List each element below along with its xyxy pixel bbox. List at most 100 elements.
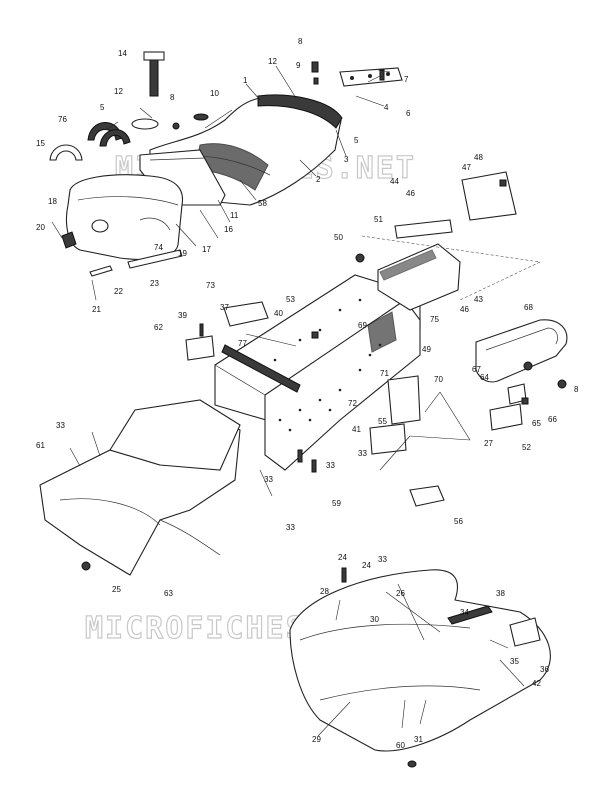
callout-2: 2 bbox=[316, 175, 321, 184]
callout-25: 25 bbox=[112, 585, 121, 594]
callout-50: 50 bbox=[334, 233, 343, 242]
callout-33e: 33 bbox=[358, 449, 367, 458]
fuel-gauge-sender bbox=[131, 51, 165, 130]
callout-40: 40 bbox=[274, 309, 283, 318]
callout-74: 74 bbox=[154, 243, 163, 252]
callout-3: 3 bbox=[344, 155, 349, 164]
callout-23: 23 bbox=[150, 279, 159, 288]
callout-16: 16 bbox=[224, 225, 233, 234]
callout-11: 11 bbox=[230, 211, 239, 220]
fuel-fitting bbox=[61, 231, 77, 249]
callout-51: 51 bbox=[374, 215, 383, 224]
callout-44: 44 bbox=[390, 177, 399, 186]
callout-62: 62 bbox=[154, 323, 163, 332]
callout-33a: 33 bbox=[56, 421, 65, 430]
callout-24a: 24 bbox=[338, 553, 347, 562]
callout-28: 28 bbox=[320, 587, 329, 596]
callout-49: 49 bbox=[422, 345, 431, 354]
callout-21: 21 bbox=[92, 305, 101, 314]
callout-38: 38 bbox=[496, 589, 505, 598]
callout-61: 61 bbox=[36, 441, 45, 450]
flap-plate bbox=[461, 171, 517, 221]
callout-7: 7 bbox=[404, 75, 409, 84]
callout-77: 77 bbox=[238, 339, 247, 348]
callout-59: 59 bbox=[332, 499, 341, 508]
heat-exchanger-bracket bbox=[387, 375, 421, 425]
callout-71: 71 bbox=[380, 369, 389, 378]
belly-pan bbox=[39, 399, 241, 576]
callout-14: 14 bbox=[118, 49, 127, 58]
callout-33d: 33 bbox=[326, 461, 335, 470]
mount-plate-73 bbox=[223, 301, 269, 327]
callout-36: 36 bbox=[540, 665, 549, 674]
bracket-56 bbox=[409, 485, 445, 507]
callout-39: 39 bbox=[178, 311, 187, 320]
callout-58: 58 bbox=[258, 199, 267, 208]
callout-60: 60 bbox=[396, 741, 405, 750]
callout-48: 48 bbox=[474, 153, 483, 162]
callout-12b: 12 bbox=[114, 87, 123, 96]
leader-lines bbox=[51, 65, 525, 737]
callout-8c: 8 bbox=[574, 385, 579, 394]
callout-42: 42 bbox=[532, 679, 541, 688]
callout-9: 9 bbox=[296, 61, 301, 70]
callout-67: 67 bbox=[472, 365, 481, 374]
callout-68: 68 bbox=[524, 303, 533, 312]
callout-27: 27 bbox=[484, 439, 493, 448]
callout-labels: 1 2 3 4 5 5 6 7 8 8 8 9 10 11 12 12 14 1… bbox=[36, 37, 579, 750]
callout-33c: 33 bbox=[286, 523, 295, 532]
callout-10: 10 bbox=[210, 89, 219, 98]
callout-76: 76 bbox=[58, 115, 67, 124]
callout-41: 41 bbox=[352, 425, 361, 434]
bracket-52 bbox=[489, 403, 523, 431]
tank-strap bbox=[127, 249, 183, 269]
callout-69: 69 bbox=[358, 321, 367, 330]
callout-12a: 12 bbox=[268, 57, 277, 66]
callout-8b: 8 bbox=[170, 93, 175, 102]
callout-15: 15 bbox=[36, 139, 45, 148]
callout-46a: 46 bbox=[406, 189, 415, 198]
callout-70: 70 bbox=[434, 375, 443, 384]
callout-20: 20 bbox=[36, 223, 45, 232]
callout-5a: 5 bbox=[354, 136, 359, 145]
callout-52: 52 bbox=[522, 443, 531, 452]
callout-63: 63 bbox=[164, 589, 173, 598]
heat-exchanger-bracket-55 bbox=[369, 423, 407, 455]
callout-73: 73 bbox=[206, 281, 215, 290]
callout-56: 56 bbox=[454, 517, 463, 526]
callout-47: 47 bbox=[462, 163, 471, 172]
callout-4: 4 bbox=[384, 103, 389, 112]
callout-46b: 46 bbox=[460, 305, 469, 314]
callout-26: 26 bbox=[396, 589, 405, 598]
callout-66: 66 bbox=[548, 415, 557, 424]
callout-31: 31 bbox=[414, 735, 423, 744]
callout-43: 43 bbox=[474, 295, 483, 304]
fasteners bbox=[81, 61, 567, 768]
rear-bumper bbox=[475, 319, 568, 383]
callout-65: 65 bbox=[532, 419, 541, 428]
hose-clamp-15 bbox=[49, 144, 83, 161]
callout-37: 37 bbox=[220, 303, 229, 312]
hose-clamp-76 bbox=[87, 122, 123, 141]
callout-75: 75 bbox=[430, 315, 439, 324]
tunnel-assembly bbox=[214, 274, 421, 471]
callout-5b: 5 bbox=[100, 103, 105, 112]
callout-8a: 8 bbox=[298, 37, 303, 46]
callout-34: 34 bbox=[460, 608, 469, 617]
rear-flap bbox=[377, 243, 461, 311]
callout-33f: 33 bbox=[378, 555, 387, 564]
callout-24b: 24 bbox=[362, 561, 371, 570]
callout-64: 64 bbox=[480, 373, 489, 382]
callout-18: 18 bbox=[48, 197, 57, 206]
callout-30: 30 bbox=[370, 615, 379, 624]
callout-53: 53 bbox=[286, 295, 295, 304]
fuel-tank bbox=[65, 174, 184, 261]
callout-19: 19 bbox=[178, 249, 187, 258]
callout-1: 1 bbox=[243, 76, 248, 85]
mount-plate-62 bbox=[185, 335, 215, 361]
callout-72: 72 bbox=[348, 399, 357, 408]
callout-17: 17 bbox=[202, 245, 211, 254]
callout-35: 35 bbox=[510, 657, 519, 666]
nose-cone bbox=[289, 569, 551, 752]
